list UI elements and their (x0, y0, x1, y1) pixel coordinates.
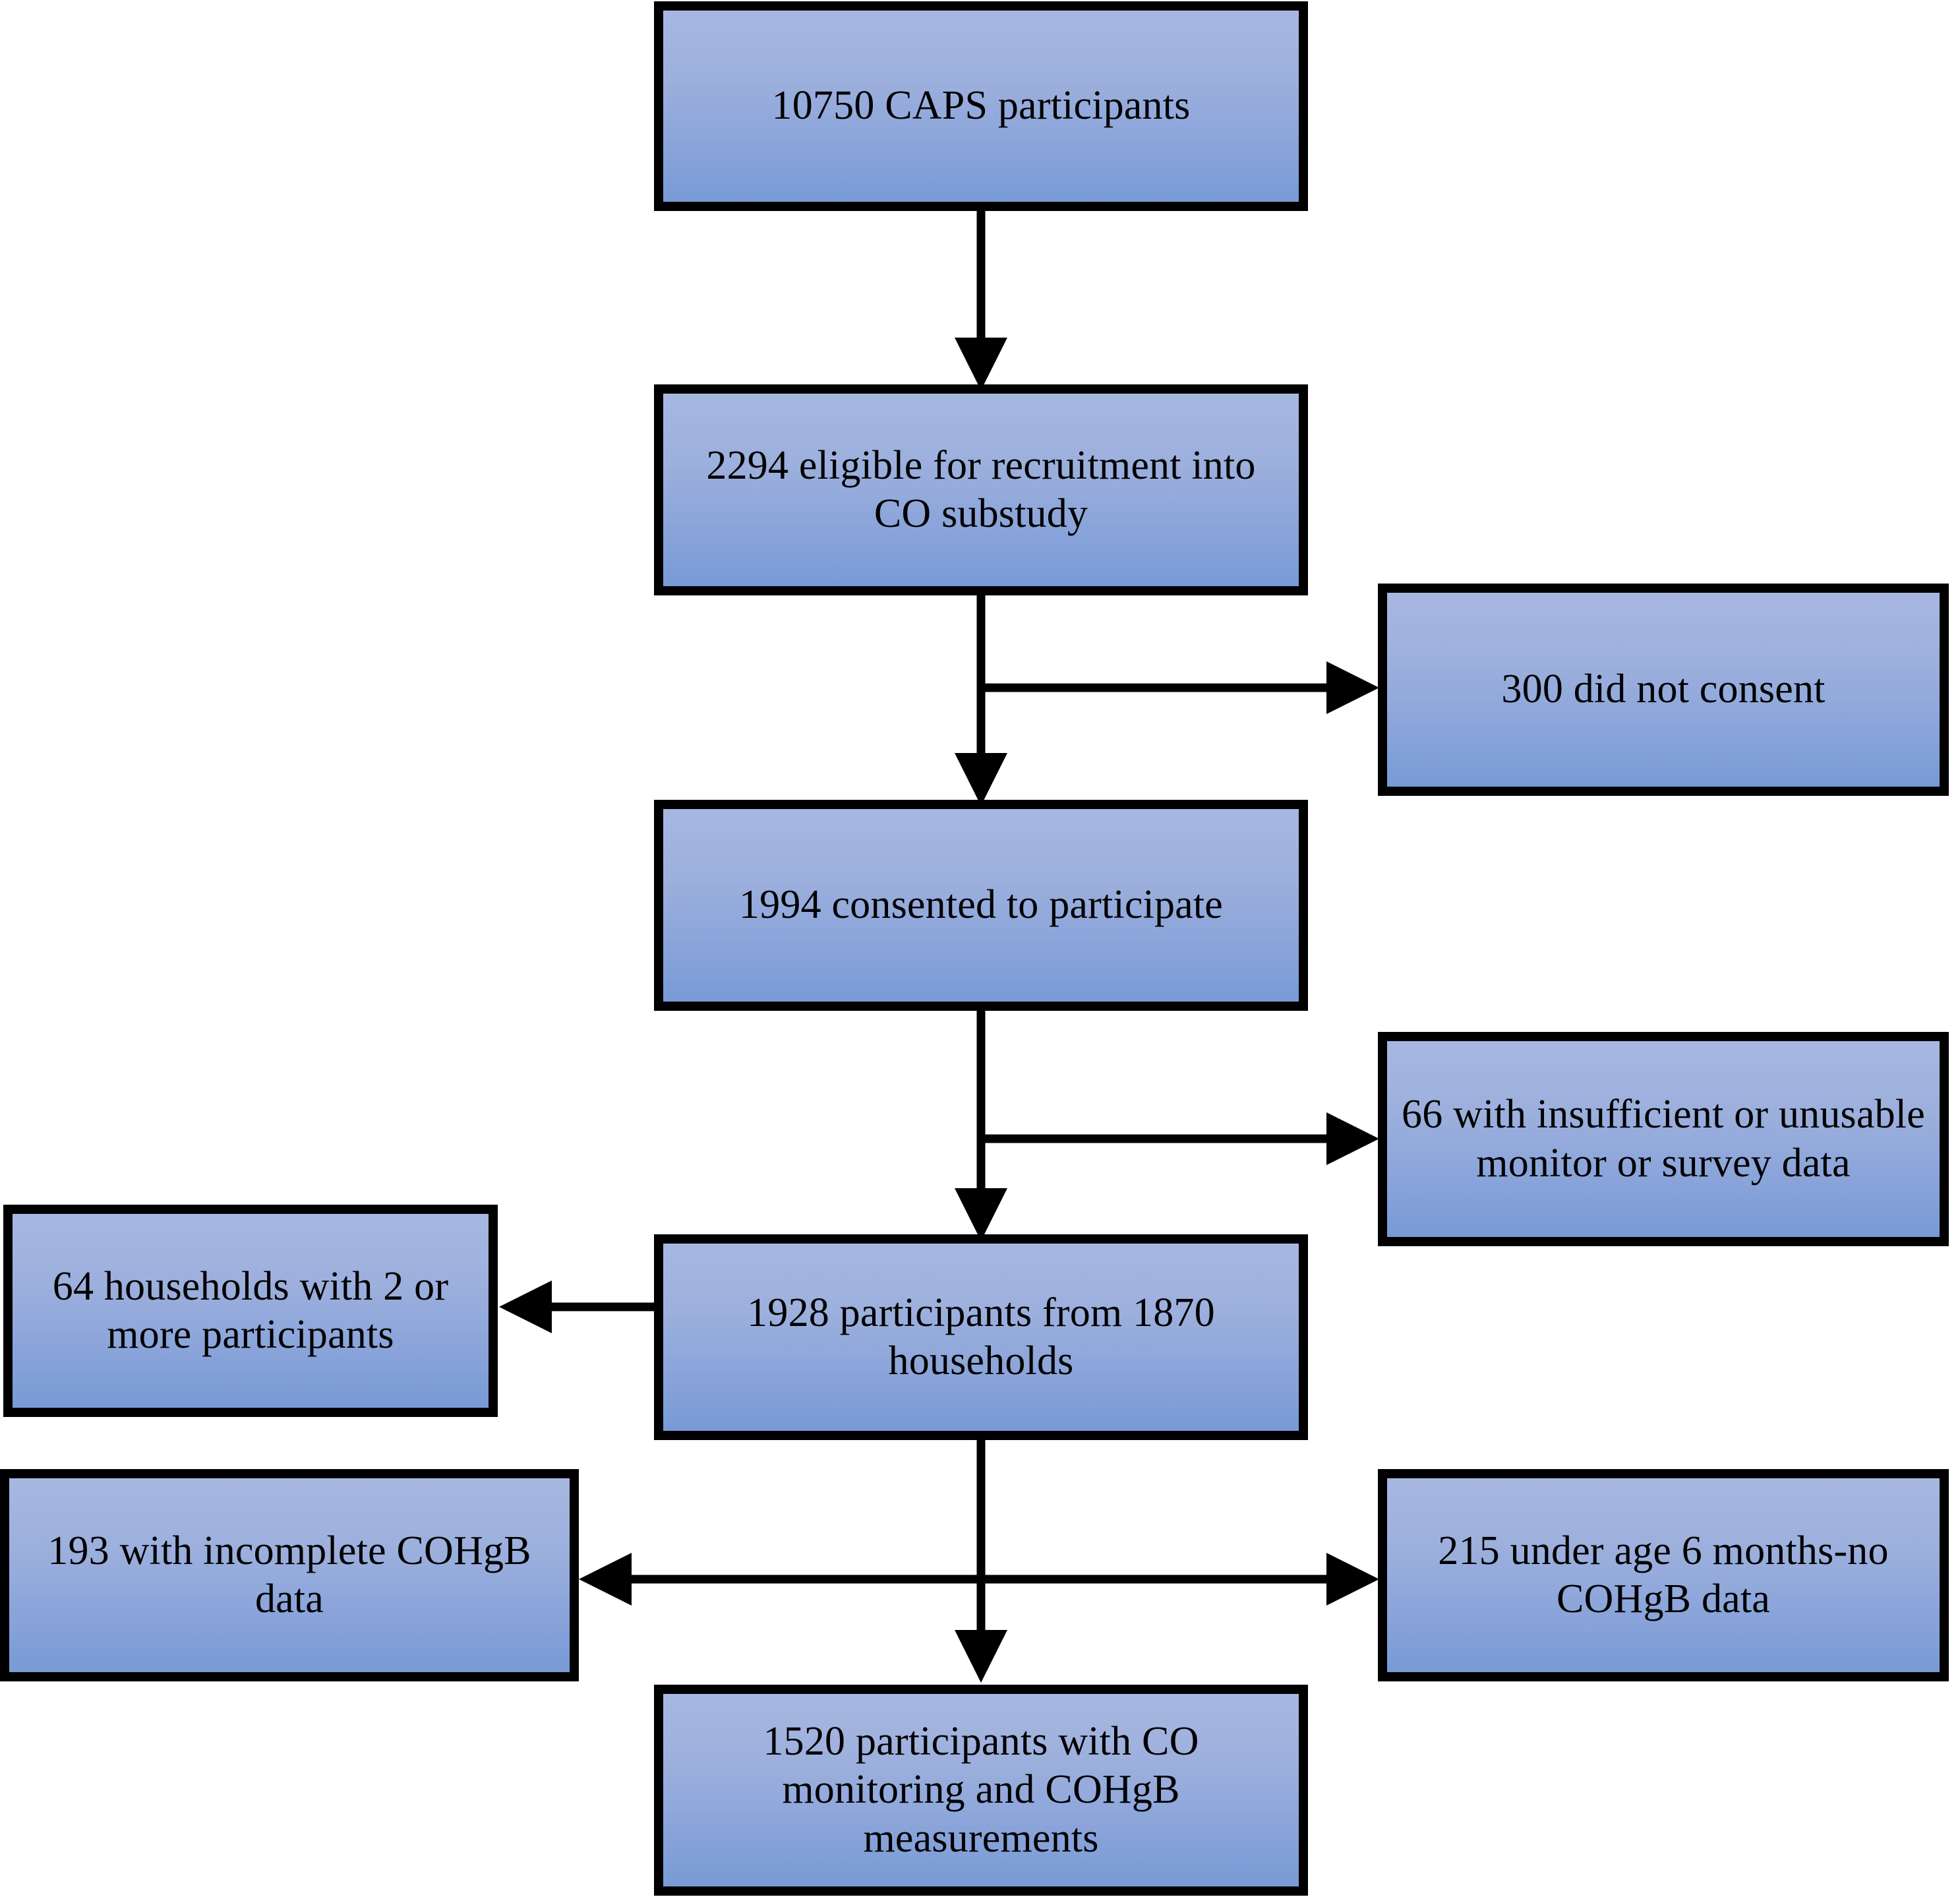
node-final-label: 1520 participants with CO monitoring and… (763, 1719, 1199, 1861)
node-caps-label: 10750 CAPS participants (771, 83, 1191, 129)
edge-caps-to-eligible (955, 211, 1007, 390)
edge-eligible-to-noconsent (981, 661, 1379, 714)
node-did-not-consent-label: 300 did not consent (1501, 667, 1826, 712)
node-households-with-2-or-more[interactable]: 64 households with 2 or more participant… (3, 1205, 498, 1417)
node-eligible-label: 2294 eligible for recruitment into CO su… (706, 442, 1256, 536)
node-incomplete-label: 193 with incomplete COHgB data (47, 1528, 531, 1621)
node-insufficient-unusable-data[interactable]: 66 with insufficient or unusable monitor… (1378, 1032, 1949, 1246)
node-caps-participants[interactable]: 10750 CAPS participants (654, 1, 1308, 211)
node-underage-label: 215 under age 6 months-no COHgB data (1438, 1528, 1889, 1621)
node-consented-label: 1994 consented to participate (738, 882, 1224, 928)
node-did-not-consent[interactable]: 300 did not consent (1378, 584, 1949, 796)
node-participants-from-households[interactable]: 1928 participants from 1870 households (654, 1234, 1308, 1440)
node-under-age-6-months[interactable]: 215 under age 6 months-no COHgB data (1378, 1469, 1949, 1681)
node-eligible-for-recruitment[interactable]: 2294 eligible for recruitment into CO su… (654, 384, 1308, 595)
node-participants-label: 1928 participants from 1870 households (747, 1290, 1215, 1383)
edge-double-incomplete-underage (579, 1553, 1379, 1606)
edge-participants-to-households2 (499, 1280, 654, 1333)
edge-eligible-to-consented (955, 595, 1007, 806)
node-households2-label: 64 households with 2 or more participant… (52, 1263, 449, 1357)
edge-consented-to-unusable (981, 1112, 1379, 1165)
node-final-analytic-sample[interactable]: 1520 participants with CO monitoring and… (654, 1685, 1308, 1896)
edge-consented-to-participants (955, 1011, 1007, 1241)
node-unusable-label: 66 with insufficient or unusable monitor… (1402, 1092, 1925, 1186)
edge-participants-to-final (955, 1440, 1007, 1683)
node-consented-to-participate[interactable]: 1994 consented to participate (654, 800, 1308, 1011)
node-incomplete-cohgb-data[interactable]: 193 with incomplete COHgB data (0, 1469, 579, 1681)
